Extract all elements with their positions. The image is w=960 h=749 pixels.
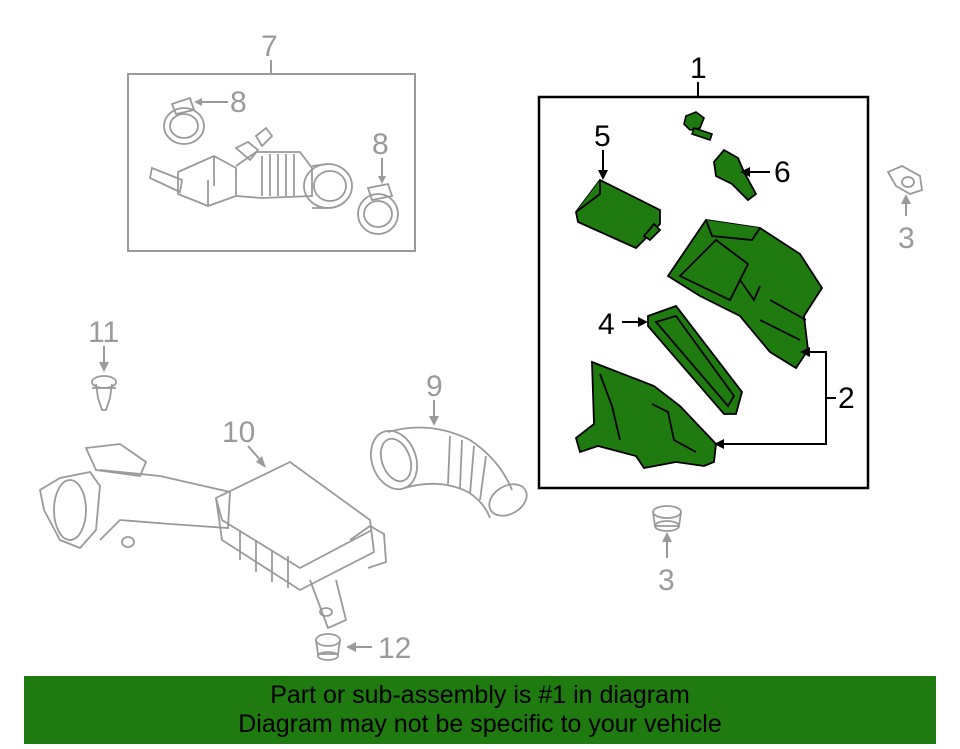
grommet-12-part: [315, 633, 341, 661]
hose-clamp-8-bottom-part: [357, 182, 399, 235]
push-pin-11-part: [91, 375, 117, 411]
disclaimer-line-2: Diagram may not be specific to your vehi…: [238, 710, 722, 738]
part-4-filter: [647, 304, 743, 415]
callout-9: 9: [426, 370, 443, 403]
disclaimer-line-1: Part or sub-assembly is #1 in diagram: [270, 681, 690, 709]
callout-10: 10: [222, 416, 255, 449]
callout-3-bottom: 3: [658, 564, 675, 597]
grommet-3-top-part: [886, 164, 923, 195]
bolt-part: [683, 111, 714, 142]
callout-6: 6: [774, 156, 791, 189]
hose-clamp-8-top-part: [163, 96, 205, 145]
part-6-sensor: [713, 148, 758, 202]
hose-9-part: [370, 426, 528, 519]
assembly-7-box: [127, 73, 416, 252]
grommet-3-bottom-part: [652, 505, 682, 532]
callout-3-right: 3: [898, 222, 915, 255]
air-box-cover-part: [666, 219, 824, 370]
resonator-10-part: [38, 443, 387, 630]
callout-12: 12: [378, 632, 411, 665]
assembly-1-box: [537, 95, 870, 490]
callout-4: 4: [598, 308, 615, 341]
assembly-7-group: [127, 60, 416, 252]
callout-5: 5: [594, 120, 611, 153]
intake-tube-part: [148, 126, 353, 209]
callout-7: 7: [261, 30, 278, 63]
air-box-lower-part: [574, 360, 717, 469]
leader-2: [722, 351, 836, 445]
assembly-1-group: [537, 82, 870, 490]
callout-1: 1: [690, 52, 707, 85]
disclaimer-banner: Part or sub-assembly is #1 in diagram Di…: [24, 676, 936, 744]
callout-11: 11: [88, 316, 119, 349]
callout-2: 2: [838, 382, 855, 415]
callout-8-top: 8: [230, 86, 247, 119]
callout-8-bottom: 8: [372, 128, 389, 161]
part-5-element: [575, 178, 662, 250]
